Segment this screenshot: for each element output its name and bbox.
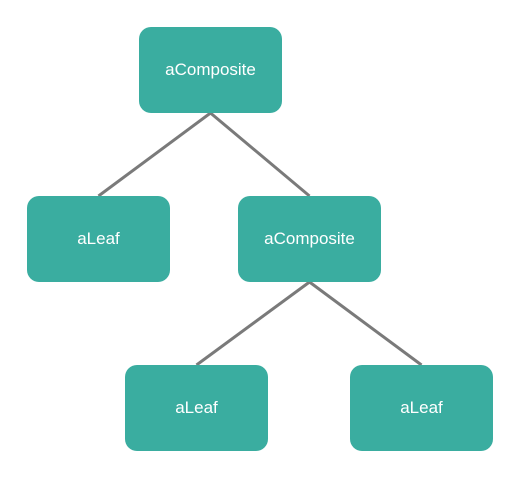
edge-root-leaf1: [97, 111, 212, 198]
node-leaf-left: aLeaf: [27, 196, 170, 282]
edge-comp2-leaf3: [308, 280, 423, 367]
node-root-composite: aComposite: [139, 27, 282, 113]
node-leaf-bottom-left: aLeaf: [125, 365, 268, 451]
node-child-composite: aComposite: [238, 196, 381, 282]
node-label: aLeaf: [175, 398, 218, 417]
node-leaf-bottom-right: aLeaf: [350, 365, 493, 451]
node-label: aLeaf: [400, 398, 443, 417]
edge-root-comp2: [209, 111, 311, 198]
edge-comp2-leaf2: [195, 280, 311, 367]
node-label: aLeaf: [77, 229, 120, 248]
node-label: aComposite: [264, 229, 355, 248]
node-label: aComposite: [165, 60, 256, 79]
